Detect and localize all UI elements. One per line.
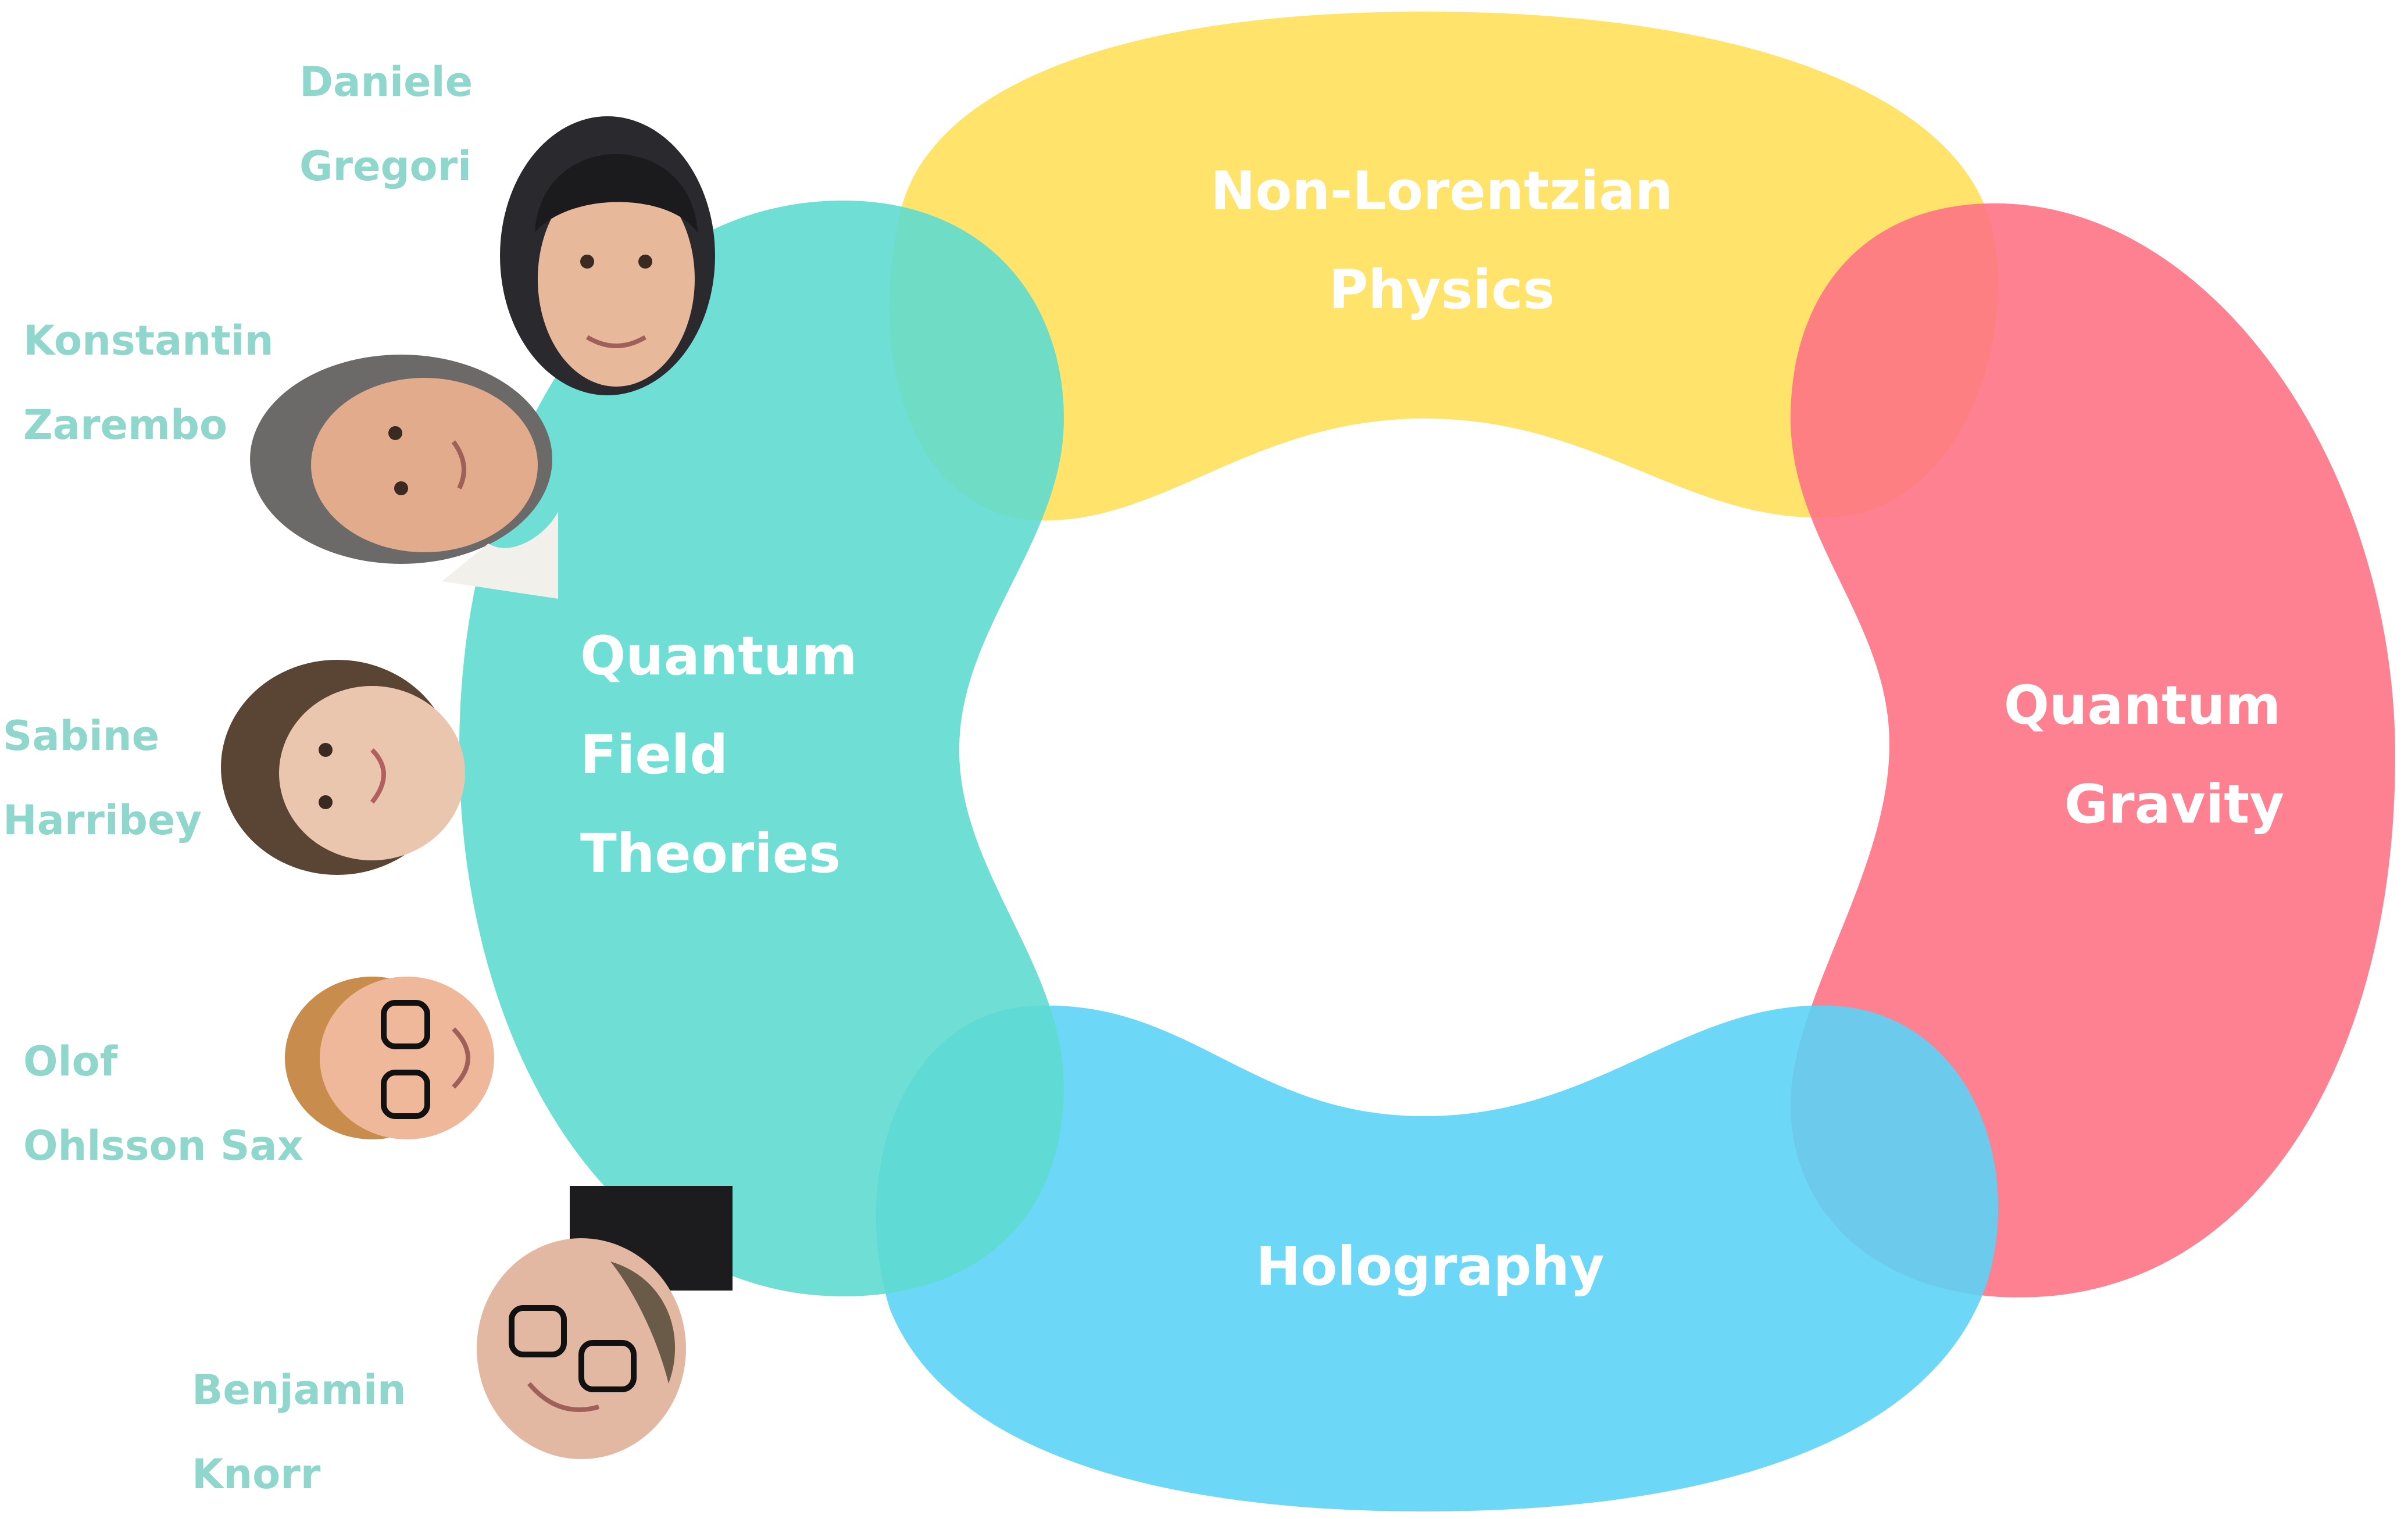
person-name-first: Sabine: [3, 712, 159, 760]
person-name-last: Knorr: [192, 1450, 321, 1498]
holography-label: Holography: [1256, 1235, 1605, 1298]
portrait-zarembo: [250, 355, 558, 599]
person-name-first: Konstantin: [23, 317, 273, 364]
person-name-first: Daniele: [299, 58, 473, 106]
gravity-label-line2: Gravity: [2064, 773, 2284, 835]
portrait-gregori: [500, 116, 715, 395]
person-name-last: Ohlsson Sax: [23, 1122, 303, 1170]
nonlorentzian-label-line2: Physics: [1329, 259, 1555, 321]
person-name-first: Olof: [23, 1038, 119, 1085]
portrait-harribey: [221, 660, 465, 875]
lobe-nonlorentzian: [889, 12, 1999, 521]
qft-label-line2: Field: [580, 724, 728, 786]
nonlorentzian-label-line1: Non-Lorentzian: [1210, 160, 1673, 222]
lobe-holography: [876, 1005, 1999, 1511]
portrait-knorr: [477, 1186, 733, 1459]
portrait-ohlsson-sax: [285, 977, 494, 1139]
person-name-first: Benjamin: [192, 1366, 406, 1414]
person-name-last: Harribey: [3, 796, 202, 844]
gravity-label-line1: Quantum: [2004, 674, 2281, 737]
person-name-last: Zarembo: [23, 401, 227, 449]
lobe-qft: [459, 201, 1064, 1296]
person-name-last: Gregori: [299, 142, 471, 190]
qft-label-line3: Theories: [580, 823, 841, 885]
qft-label-line1: Quantum: [580, 625, 858, 687]
lobe-gravity: [1791, 203, 2395, 1298]
